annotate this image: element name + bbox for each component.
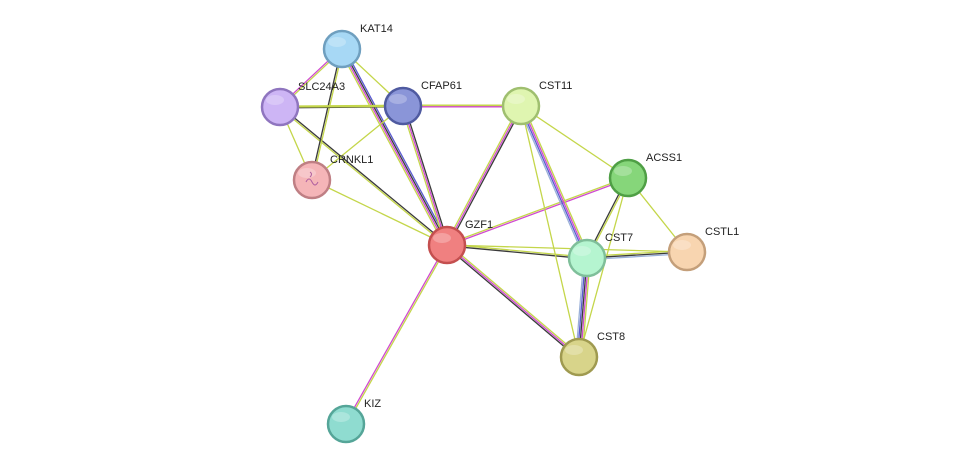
edge-gzf1-acss1[interactable] — [446, 176, 629, 247]
edge-evidence-line — [402, 105, 448, 246]
node-highlight — [298, 168, 316, 178]
node-circle[interactable] — [608, 158, 648, 198]
node-kiz[interactable]: KIZ — [326, 398, 381, 444]
edge-cst11-acss1[interactable] — [520, 105, 629, 179]
edge-cst11-cst7[interactable] — [518, 104, 590, 260]
edge-evidence-line — [311, 179, 448, 246]
edge-gzf1-kiz[interactable] — [344, 244, 449, 425]
node-highlight — [673, 240, 691, 250]
edge-evidence-line — [312, 49, 344, 181]
structure-icon — [305, 171, 319, 186]
edge-evidence-line — [279, 104, 403, 107]
node-label: KAT14 — [360, 23, 393, 35]
node-slc24a3[interactable]: SLC24A3 — [260, 81, 345, 127]
edge-evidence-line — [522, 104, 590, 258]
edge-evidence-line — [518, 106, 586, 260]
node-label: ACSS1 — [646, 152, 682, 164]
edge-cfap61-crnkl1[interactable] — [311, 105, 404, 181]
node-circle[interactable] — [427, 225, 467, 265]
edge-evidence-line — [403, 105, 450, 245]
edge-evidence-line — [343, 47, 450, 245]
edge-evidence-line — [280, 105, 448, 245]
node-label: CST11 — [539, 80, 572, 92]
edge-gzf1-crnkl1[interactable] — [311, 179, 448, 246]
node-highlight — [328, 37, 346, 47]
edge-evidence-line — [400, 106, 447, 246]
edge-gzf1-cst11[interactable] — [445, 104, 523, 247]
edge-evidence-line — [520, 105, 629, 179]
node-highlight — [332, 412, 350, 422]
node-circle[interactable] — [559, 337, 599, 377]
node-label: CSTL1 — [705, 226, 739, 238]
edge-evidence-line — [344, 244, 447, 424]
edge-evidence-line — [446, 244, 580, 358]
node-circle[interactable] — [322, 29, 362, 69]
node-highlight — [573, 246, 591, 256]
edge-evidence-line — [311, 105, 404, 181]
edge-evidence-line — [447, 243, 588, 258]
edge-evidence-line — [447, 178, 629, 247]
node-circle[interactable] — [667, 232, 707, 272]
node-circle[interactable] — [326, 404, 366, 444]
edge-gzf1-cstl1[interactable] — [446, 244, 688, 253]
node-circle[interactable] — [292, 160, 332, 200]
edge-evidence-line — [519, 106, 587, 259]
edge-evidence-line — [445, 245, 579, 359]
node-label: CST7 — [605, 232, 633, 244]
edge-evidence-line — [310, 48, 342, 180]
node-crnkl1[interactable]: CRNKL1 — [292, 154, 373, 200]
edge-evidence-line — [346, 245, 449, 425]
node-highlight — [389, 94, 407, 104]
edge-kat14-crnkl1[interactable] — [310, 48, 344, 181]
node-circle[interactable] — [260, 87, 300, 127]
node-highlight — [266, 95, 284, 105]
node-label: KIZ — [364, 398, 381, 410]
edge-gzf1-slc24a3[interactable] — [279, 105, 448, 247]
edge-gzf1-cst7[interactable] — [446, 243, 588, 260]
edge-evidence-line — [447, 106, 523, 247]
node-circle[interactable] — [383, 86, 423, 126]
node-label: CFAP61 — [421, 80, 462, 92]
node-circle[interactable] — [567, 238, 607, 278]
node-label: SLC24A3 — [298, 81, 345, 93]
node-circle[interactable] — [501, 86, 541, 126]
edge-evidence-line — [447, 243, 581, 357]
node-label: CST8 — [597, 331, 625, 343]
edge-evidence-line — [445, 104, 521, 245]
node-highlight — [565, 345, 583, 355]
edge-evidence-line — [339, 49, 446, 247]
edge-gzf1-kat14[interactable] — [339, 47, 450, 247]
node-highlight — [507, 94, 525, 104]
node-label: GZF1 — [465, 219, 493, 231]
edge-evidence-line — [520, 105, 580, 358]
node-highlight — [614, 166, 632, 176]
edge-gzf1-cfap61[interactable] — [400, 105, 450, 246]
edge-evidence-line — [342, 48, 449, 245]
node-cst11[interactable]: CST11 — [501, 80, 572, 126]
node-kat14[interactable]: KAT14 — [322, 23, 393, 69]
edge-evidence-line — [446, 244, 688, 253]
edge-cst11-cst8[interactable] — [520, 105, 580, 358]
node-gzf1[interactable]: GZF1 — [427, 219, 493, 265]
edges-layer — [279, 47, 688, 425]
edge-evidence-line — [446, 105, 522, 246]
edge-evidence-line — [446, 176, 628, 245]
edge-evidence-line — [446, 245, 587, 260]
edge-evidence-line — [279, 107, 447, 247]
node-acss1[interactable]: ACSS1 — [608, 152, 682, 198]
edge-cfap61-cst11[interactable] — [403, 104, 521, 108]
node-highlight — [433, 233, 451, 243]
edge-evidence-line — [340, 49, 447, 246]
edge-gzf1-cst8[interactable] — [445, 243, 581, 359]
node-cfap61[interactable]: CFAP61 — [383, 80, 462, 126]
edge-evidence-line — [521, 105, 589, 258]
node-cst8[interactable]: CST8 — [559, 331, 625, 377]
node-label: CRNKL1 — [330, 154, 373, 166]
node-cstl1[interactable]: CSTL1 — [667, 226, 739, 272]
node-cst7[interactable]: CST7 — [567, 232, 633, 278]
